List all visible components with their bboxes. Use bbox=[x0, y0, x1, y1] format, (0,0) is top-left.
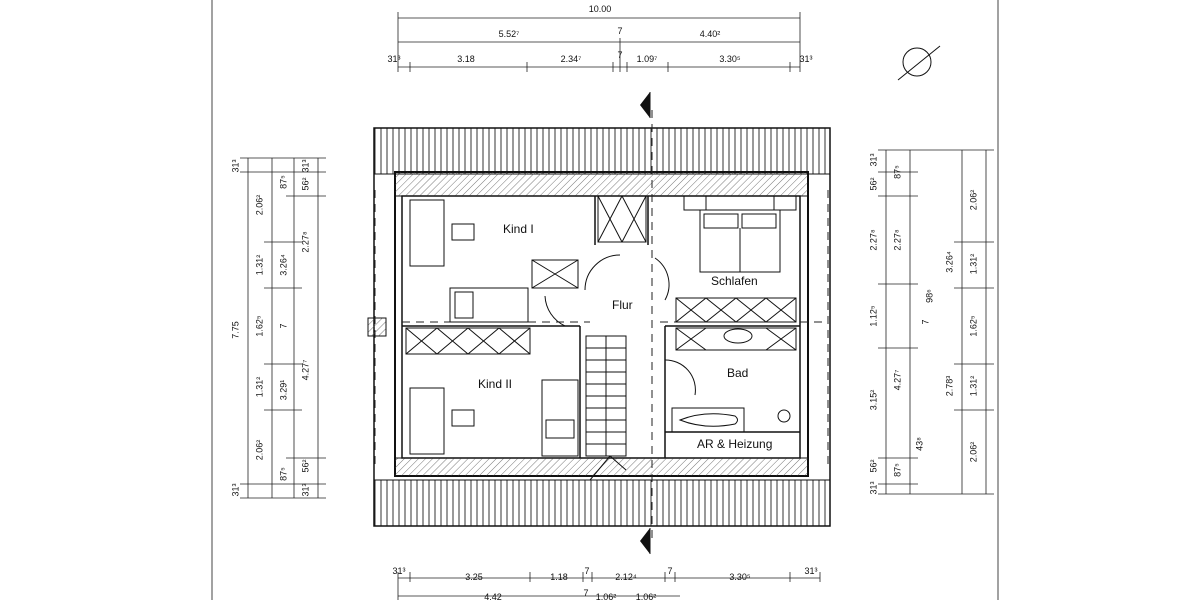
dim-left-col4-item: 31³ bbox=[300, 483, 311, 497]
dim-right-col3-item: 3.26⁴ bbox=[944, 251, 955, 273]
staircase bbox=[585, 335, 627, 481]
dim-top-row3-item: 3.30⁵ bbox=[719, 54, 741, 64]
dim-bottom-row2-item: 4.42 bbox=[484, 592, 502, 602]
dim-bottom-row1-item: 3.25 bbox=[465, 572, 483, 582]
dim-bottom-row2-item: 1.06² bbox=[635, 592, 657, 602]
room-label-schlafen: Schlafen bbox=[711, 274, 758, 288]
dim-bottom-row2-item: 7 bbox=[583, 588, 589, 598]
dim-right-col1-item: 31³ bbox=[868, 481, 879, 495]
dim-top-row3-item: 31³ bbox=[387, 54, 401, 64]
dim-left-col4-item: 56² bbox=[300, 177, 311, 191]
room-label-bad: Bad bbox=[727, 366, 749, 380]
dim-bottom-row1-item: 3.30⁵ bbox=[729, 572, 751, 582]
dim-bottom-row1-item: 2.12⁴ bbox=[615, 572, 637, 582]
dim-top-row2-item: 5.52⁷ bbox=[498, 29, 520, 39]
dim-right-col2-item: 87⁵ bbox=[892, 463, 903, 477]
dim-left-col2-item: 1.31² bbox=[254, 254, 265, 276]
dim-left-col1-item: 31³ bbox=[230, 483, 241, 497]
dim-left-col4-item: 56² bbox=[300, 459, 311, 473]
dim-right-col2-item: 4.27⁷ bbox=[892, 369, 903, 391]
dim-right-col4-item: 1.31² bbox=[968, 253, 979, 275]
dim-top-row3-item: 7 bbox=[617, 50, 623, 60]
wardrobes bbox=[405, 195, 797, 355]
dim-left-col4-item: 4.27⁷ bbox=[300, 359, 311, 381]
dim-right-col1-item: 2.27⁸ bbox=[868, 229, 879, 251]
dim-right-col4-item: 2.06² bbox=[968, 189, 979, 211]
dim-top-row2-item: 4.40² bbox=[699, 29, 721, 39]
room-label-kind-2: Kind II bbox=[478, 377, 513, 391]
dim-bottom-row2-item: 1.06² bbox=[595, 592, 617, 602]
dim-left-col3-item: 87⁵ bbox=[278, 175, 289, 189]
dim-left-col3-item: 3.29¹ bbox=[278, 379, 289, 401]
dim-top-overall: 10.00 bbox=[588, 4, 612, 14]
dim-left-col4-item: 2.27⁸ bbox=[300, 231, 311, 253]
dim-left-col2-item: 1.62⁵ bbox=[254, 315, 265, 337]
dim-bottom-row1-item: 31³ bbox=[392, 566, 406, 576]
dim-top-row3-item: 2.34⁷ bbox=[560, 54, 582, 64]
chimney bbox=[367, 317, 387, 337]
outer-walls bbox=[394, 171, 809, 477]
dim-left-col1-item: 7.75 bbox=[230, 321, 241, 339]
room-label-kind-1: Kind I bbox=[503, 222, 534, 236]
dim-right-col1-item: 1.12⁵ bbox=[868, 305, 879, 327]
dimension-lines bbox=[240, 12, 994, 600]
dim-top-row3-item: 31³ bbox=[799, 54, 813, 64]
dim-right-col4-item: 1.62⁵ bbox=[968, 315, 979, 337]
furniture bbox=[409, 195, 797, 457]
dim-right-col1-item: 31³ bbox=[868, 153, 879, 167]
door-swings bbox=[544, 254, 696, 396]
dim-right-col2-item: 2.27⁸ bbox=[892, 229, 903, 251]
dim-bottom-row1-item: 7 bbox=[667, 566, 673, 576]
dim-bottom-row1-item: 31³ bbox=[804, 566, 818, 576]
dim-bottom-row1-item: 7 bbox=[584, 566, 590, 576]
dim-right-col3-item: 7 bbox=[920, 319, 931, 325]
dim-left-col3-item: 3.26⁴ bbox=[278, 254, 289, 276]
dim-left-col3-item: 87⁵ bbox=[278, 467, 289, 481]
dim-right-col2-item: 43⁸ bbox=[914, 437, 925, 451]
dim-left-col2-item: 2.06² bbox=[254, 194, 265, 216]
dim-right-col1-item: 56² bbox=[868, 177, 879, 191]
dim-right-col4-item: 1.31² bbox=[968, 375, 979, 397]
dim-right-col2-item: 87⁵ bbox=[892, 165, 903, 179]
dim-top-row3-item: 3.18 bbox=[457, 54, 475, 64]
dim-right-col2-item: 98⁶ bbox=[924, 289, 935, 303]
roof-hatching bbox=[373, 127, 831, 527]
dim-top-row3-item: 1.09⁷ bbox=[636, 54, 658, 64]
north-arrow-icon bbox=[897, 45, 941, 81]
dim-left-col3-item: 7 bbox=[278, 323, 289, 329]
dim-right-col3-item: 2.78³ bbox=[944, 375, 955, 397]
room-label-flur: Flur bbox=[612, 298, 633, 312]
dim-right-col1-item: 56² bbox=[868, 459, 879, 473]
dim-left-col4-item: 31³ bbox=[300, 159, 311, 173]
dim-left-col2-item: 2.06² bbox=[254, 439, 265, 461]
dim-right-col1-item: 3.15² bbox=[868, 389, 879, 411]
room-label-ar-heizung: AR & Heizung bbox=[697, 437, 773, 451]
dim-left-col2-item: 1.31² bbox=[254, 376, 265, 398]
dim-left-col1-item: 31³ bbox=[230, 159, 241, 173]
dim-right-col4-item: 2.06² bbox=[968, 441, 979, 463]
dim-top-row2-item: 7 bbox=[617, 26, 623, 36]
section-markers bbox=[640, 92, 651, 554]
dim-bottom-row1-item: 1.18 bbox=[550, 572, 568, 582]
